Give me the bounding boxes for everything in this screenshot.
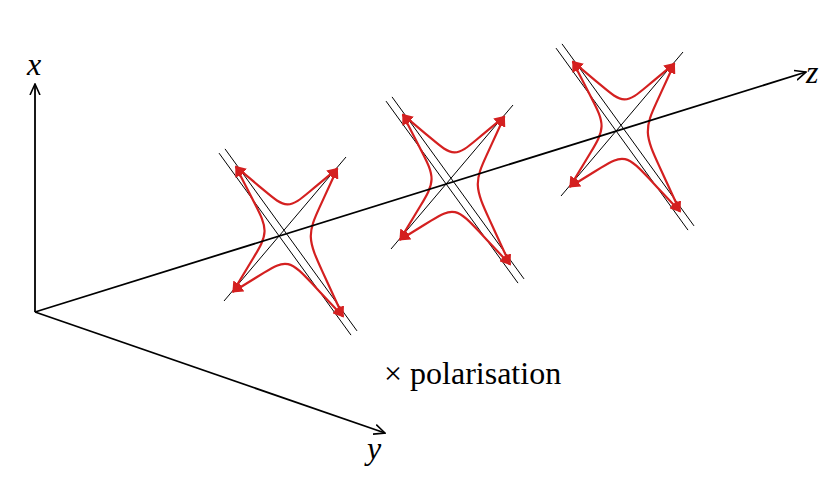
deformation-curve (233, 264, 343, 317)
axis-line (391, 105, 513, 249)
deformation-curve (648, 63, 680, 211)
deformation-curve (403, 115, 505, 153)
cross-pattern (219, 149, 357, 335)
deformation-curve (570, 159, 680, 212)
polarisation-label: × polarisation (384, 357, 561, 389)
deformation-curve (478, 116, 510, 264)
cross-pattern (386, 97, 524, 283)
polarisation-patterns (219, 44, 694, 335)
axis-line (225, 149, 357, 331)
x-axis (34, 84, 36, 312)
z-axis (35, 72, 806, 312)
deformation-curve (233, 167, 265, 292)
deformation-curve (400, 212, 510, 265)
deformation-curve (573, 62, 675, 100)
y-axis (35, 312, 385, 433)
axis-label: z (806, 56, 818, 88)
cross-pattern (556, 44, 694, 230)
axis-line (386, 101, 518, 283)
deformation-curve (311, 168, 343, 316)
axis-line (392, 97, 524, 279)
axis-line (219, 153, 351, 335)
deformation-curve (236, 167, 338, 205)
axis-label: y (367, 432, 381, 464)
deformation-curve (570, 62, 602, 187)
axis-line (561, 52, 683, 196)
axis-label: x (27, 48, 41, 80)
deformation-curve (400, 115, 432, 240)
axis-line (556, 48, 688, 230)
axis-line (562, 44, 694, 226)
axis-line (224, 157, 346, 301)
